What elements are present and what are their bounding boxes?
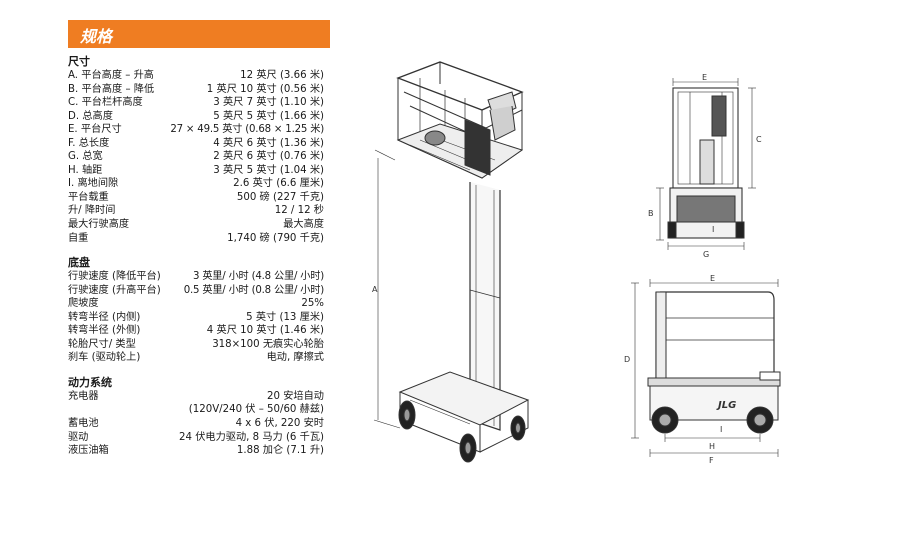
dim-label-g: G	[703, 250, 709, 259]
dim-label-e-top: E	[702, 73, 707, 82]
spec-row: 驱动 24 伏电力驱动, 8 马力 (6 千瓦)	[68, 431, 324, 445]
jlg-logo: JLG	[716, 400, 736, 411]
spec-label: 驱动	[68, 431, 89, 443]
spec-value: 2.6 英寸 (6.6 厘米)	[233, 178, 324, 190]
dim-label-i-side: I	[720, 425, 722, 434]
section-title: 规格	[80, 27, 113, 46]
dimensions-title: 尺寸	[68, 55, 90, 68]
spec-row: F. 总长度 4 英尺 6 英寸 (1.36 米)	[68, 137, 324, 151]
lift-isometric-drawing	[373, 61, 530, 463]
spec-value: 27 × 49.5 英寸 (0.68 × 1.25 米)	[170, 124, 324, 136]
spec-row: 爬坡度 25%	[68, 297, 324, 311]
spec-value: 1 英尺 10 英寸 (0.56 米)	[206, 83, 324, 95]
dim-label-f: F	[709, 456, 714, 465]
spec-row: H. 轴距 3 英尺 5 英寸 (1.04 米)	[68, 164, 324, 178]
spec-value: 4 英尺 6 英寸 (1.36 米)	[213, 137, 324, 149]
spec-label: H. 轴距	[68, 164, 103, 176]
spec-value: 3 英尺 5 英寸 (1.04 米)	[213, 164, 324, 176]
spec-label: C. 平台栏杆高度	[68, 97, 143, 109]
spec-label: A. 平台高度 – 升高	[68, 70, 154, 81]
spec-label: 自重	[68, 232, 89, 244]
lift-side-view-drawing	[631, 279, 781, 457]
section-banner: 规格	[68, 20, 330, 48]
spec-value: 3 英尺 7 英寸 (1.10 米)	[213, 97, 324, 109]
spec-label: 行驶速度 (升高平台)	[68, 284, 161, 296]
spec-label: 液压油箱	[68, 445, 109, 457]
spec-value: (120V/240 伏 – 50/60 赫兹)	[188, 404, 324, 416]
spec-row: (120V/240 伏 – 50/60 赫兹)	[68, 403, 324, 417]
spec-row: A. 平台高度 – 升高 12 英尺 (3.66 米)	[68, 69, 324, 83]
dim-label-h: H	[709, 442, 715, 451]
spec-label: 转弯半径 (内侧)	[68, 311, 141, 323]
spec-list: 尺寸 A. 平台高度 – 升高 12 英尺 (3.66 米) B. 平台高度 – …	[68, 54, 324, 458]
spec-row: 液压油箱 1.88 加仑 (7.1 升)	[68, 444, 324, 458]
chassis-title: 底盘	[68, 256, 90, 270]
spec-label: 充电器	[68, 390, 99, 402]
spec-value: 电动, 摩擦式	[266, 352, 324, 364]
dim-label-b: B	[648, 209, 654, 218]
spec-value: 最大高度	[283, 219, 324, 231]
spec-label: 刹车 (驱动轮上)	[68, 352, 141, 364]
spec-label: 蓄电池	[68, 418, 99, 430]
spec-value: 12 / 12 秒	[274, 205, 324, 217]
dim-label-i-top: I	[712, 225, 714, 234]
spec-value: 3 英里/ 小时 (4.8 公里/ 小时)	[193, 271, 324, 283]
spec-label: 平台载重	[68, 191, 109, 203]
spec-value: 4 英尺 10 英寸 (1.46 米)	[206, 325, 324, 337]
spec-row: 转弯半径 (外侧) 4 英尺 10 英寸 (1.46 米)	[68, 324, 324, 338]
dim-label-e-side: E	[710, 274, 715, 283]
spec-row: 自重 1,740 磅 (790 千克)	[68, 232, 324, 246]
spec-value: 5 英寸 (13 厘米)	[246, 311, 324, 323]
spec-label: B. 平台高度 – 降低	[68, 83, 155, 95]
spec-label: G. 总宽	[68, 151, 103, 163]
spec-label: 行驶速度 (降低平台)	[68, 271, 161, 283]
spec-row: 行驶速度 (升高平台) 0.5 英里/ 小时 (0.8 公里/ 小时)	[68, 284, 324, 298]
spec-value: 500 磅 (227 千克)	[236, 191, 324, 203]
spec-row: E. 平台尺寸 27 × 49.5 英寸 (0.68 × 1.25 米)	[68, 123, 324, 137]
spec-value: 24 伏电力驱动, 8 马力 (6 千瓦)	[179, 431, 324, 443]
dim-label-c: C	[756, 135, 762, 144]
dim-label-d: D	[624, 355, 630, 364]
spec-label: I. 离地间隙	[68, 178, 119, 190]
spec-label: 轮胎尺寸/ 类型	[68, 338, 136, 350]
spec-row: 转弯半径 (内侧) 5 英寸 (13 厘米)	[68, 311, 324, 325]
spec-row: 行驶速度 (降低平台) 3 英里/ 小时 (4.8 公里/ 小时)	[68, 270, 324, 284]
power-title: 动力系统	[68, 375, 112, 389]
spec-label: E. 平台尺寸	[68, 124, 122, 136]
spec-row: 最大行驶高度 最大高度	[68, 218, 324, 232]
spec-label: 最大行驶高度	[68, 219, 130, 231]
spec-row: 平台载重 500 磅 (227 千克)	[68, 191, 324, 205]
spec-value: 5 英尺 5 英寸 (1.66 米)	[213, 110, 324, 122]
spec-value: 1,740 磅 (790 千克)	[227, 232, 324, 244]
spec-value: 20 安培自动	[267, 390, 324, 402]
spec-value: 4 x 6 伏, 220 安时	[235, 418, 324, 430]
lift-front-view-drawing	[656, 78, 756, 250]
spec-row: 刹车 (驱动轮上) 电动, 摩擦式	[68, 351, 324, 365]
dimension-drawings: A E C B G I E D H I F JLG	[372, 61, 781, 465]
spec-value: 0.5 英里/ 小时 (0.8 公里/ 小时)	[183, 284, 325, 296]
spec-value: 2 英尺 6 英寸 (0.76 米)	[213, 151, 324, 163]
spec-row: 蓄电池 4 x 6 伏, 220 安时	[68, 417, 324, 431]
spec-row: C. 平台栏杆高度 3 英尺 7 英寸 (1.10 米)	[68, 96, 324, 110]
spec-row: B. 平台高度 – 降低 1 英尺 10 英寸 (0.56 米)	[68, 83, 324, 97]
spec-row: 升/ 降时间 12 / 12 秒	[68, 204, 324, 218]
spec-row: 充电器 20 安培自动	[68, 390, 324, 404]
spec-row: 轮胎尺寸/ 类型 318×100 无痕实心轮胎	[68, 338, 324, 352]
spec-row: G. 总宽 2 英尺 6 英寸 (0.76 米)	[68, 150, 324, 164]
spec-label: F. 总长度	[68, 137, 110, 149]
dim-label-a: A	[372, 285, 378, 294]
spec-value: 12 英尺 (3.66 米)	[240, 70, 324, 81]
spec-value: 25%	[301, 298, 324, 310]
spec-label: 升/ 降时间	[68, 205, 116, 217]
spec-value: 1.88 加仑 (7.1 升)	[236, 445, 324, 457]
spec-row: D. 总高度 5 英尺 5 英寸 (1.66 米)	[68, 110, 324, 124]
spec-row: I. 离地间隙 2.6 英寸 (6.6 厘米)	[68, 177, 324, 191]
spec-label: D. 总高度	[68, 110, 113, 122]
spec-label: 转弯半径 (外侧)	[68, 325, 141, 337]
spec-value: 318×100 无痕实心轮胎	[212, 338, 324, 350]
spec-label: 爬坡度	[68, 298, 99, 310]
